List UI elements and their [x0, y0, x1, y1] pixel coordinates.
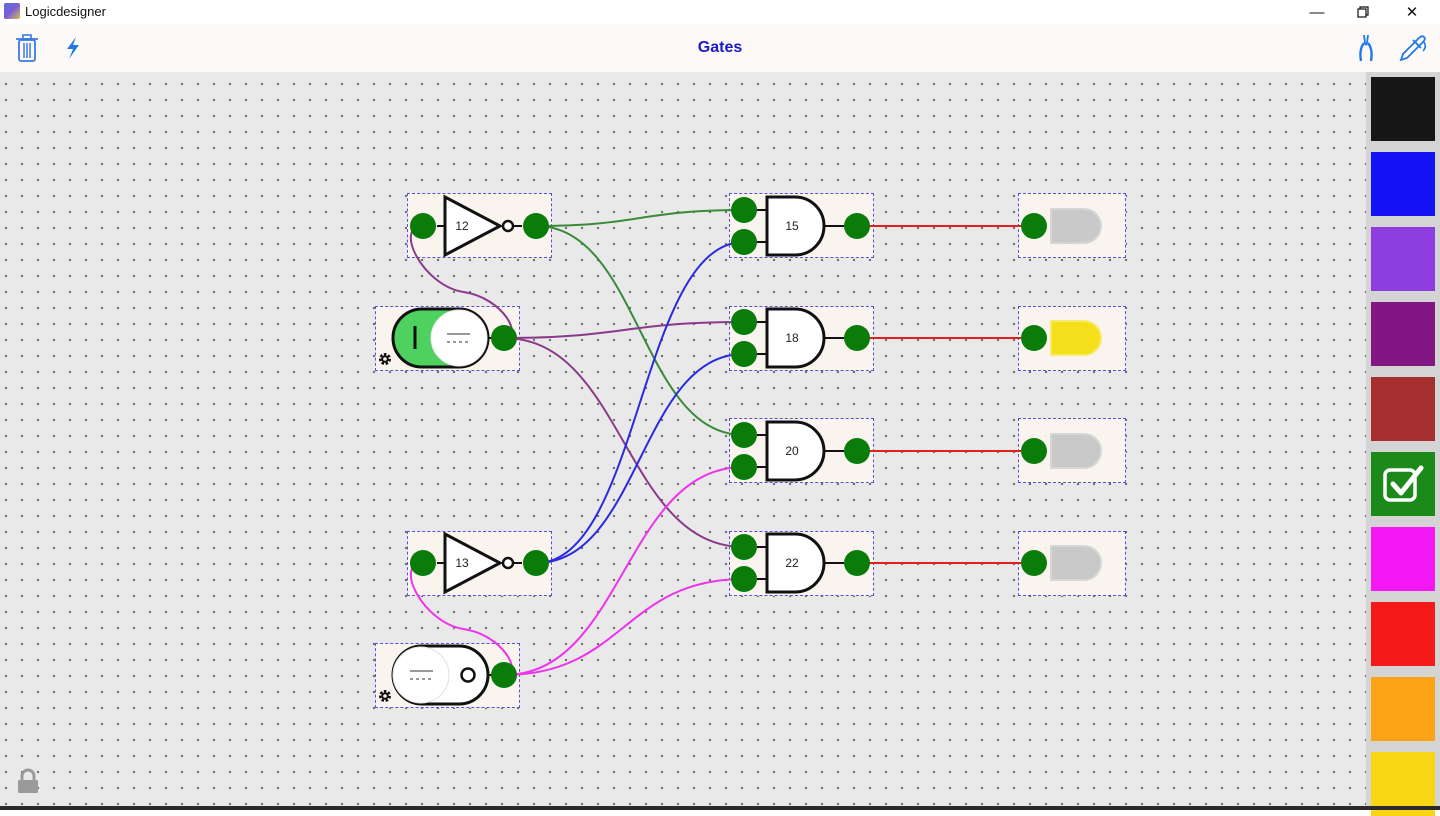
swatch-green[interactable]	[1371, 452, 1435, 516]
swatch-brown-red[interactable]	[1371, 377, 1435, 441]
swatch-red[interactable]	[1371, 602, 1435, 666]
wire-cutter-button[interactable]	[1351, 32, 1381, 64]
restore-icon	[1357, 6, 1369, 18]
inverter-12-frame[interactable]	[407, 193, 552, 258]
inverter-13-frame[interactable]	[407, 531, 552, 596]
lock-icon[interactable]	[16, 768, 40, 794]
swatch-orange[interactable]	[1371, 677, 1435, 741]
and-gate-15-frame[interactable]	[729, 193, 874, 258]
color-palette	[1366, 72, 1440, 816]
title-bar: Logicdesigner — ✕	[0, 0, 1440, 24]
led-15-frame[interactable]	[1018, 193, 1126, 258]
trash-button[interactable]	[12, 32, 42, 64]
swatch-light-purple[interactable]	[1371, 227, 1435, 291]
checkbox-checked-icon	[1383, 465, 1424, 502]
toolbar: Gates	[0, 24, 1440, 72]
swatch-yellow[interactable]	[1371, 752, 1435, 816]
trash-icon	[16, 34, 38, 62]
restore-button[interactable]	[1340, 0, 1386, 24]
swatch-purple[interactable]	[1371, 302, 1435, 366]
color-picker-button[interactable]	[1398, 32, 1428, 64]
simulate-button[interactable]	[58, 32, 88, 64]
swatch-magenta[interactable]	[1371, 527, 1435, 591]
switch-2-frame[interactable]	[375, 643, 520, 708]
lightning-icon	[67, 37, 79, 59]
led-22-frame[interactable]	[1018, 531, 1126, 596]
wire-cutter-icon	[1359, 34, 1373, 62]
swatch-blue[interactable]	[1371, 152, 1435, 216]
close-button[interactable]: ✕	[1405, 4, 1419, 21]
page-title: Gates	[697, 39, 743, 56]
bottom-border	[0, 806, 1440, 810]
app-logo-icon	[4, 3, 20, 19]
design-canvas[interactable]	[0, 72, 1366, 808]
and-gate-22-frame[interactable]	[729, 531, 874, 596]
window-title: Logicdesigner	[25, 4, 106, 19]
color-picker-icon	[1399, 35, 1427, 62]
swatch-black[interactable]	[1371, 77, 1435, 141]
and-gate-18-frame[interactable]	[729, 306, 874, 371]
and-gate-20-frame[interactable]	[729, 418, 874, 483]
switch-1-frame[interactable]	[375, 306, 520, 371]
minimize-button[interactable]: —	[1309, 3, 1325, 21]
led-18-frame[interactable]	[1018, 306, 1126, 371]
led-20-frame[interactable]	[1018, 418, 1126, 483]
